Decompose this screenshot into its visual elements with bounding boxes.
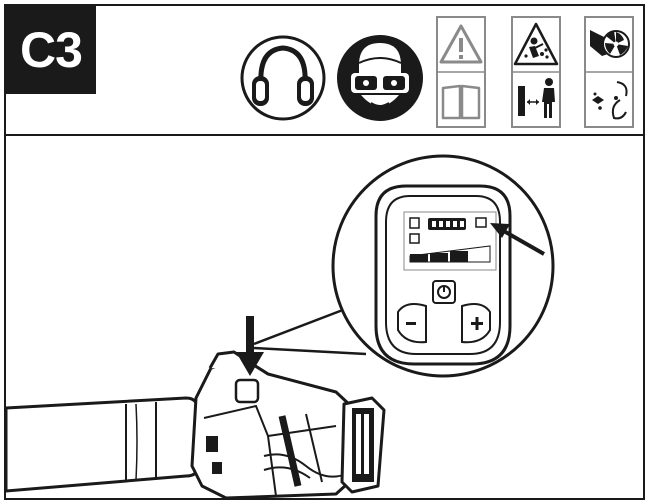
pointer-arrow-diagonal: [490, 223, 545, 256]
control-panel-callout: [331, 154, 555, 378]
warning-indicator-icon: [409, 233, 420, 244]
ear-protection-icon: [240, 35, 326, 121]
plus-icon: [471, 317, 483, 330]
blower-control-illustration: [6, 154, 555, 498]
rotating-fan-hazard-icon: [584, 16, 634, 128]
eye-protection-icon: [337, 35, 423, 121]
info-icon: [409, 217, 420, 229]
instruction-panel: C3: [4, 4, 645, 500]
thrown-objects-keep-distance-icon: [511, 16, 561, 128]
pointer-arrow-down: [236, 316, 264, 376]
step-label: C3: [6, 6, 96, 94]
blower-handle: [190, 350, 358, 498]
panel-header: C3: [6, 6, 643, 136]
blower-tube: [6, 396, 200, 493]
boost-mode-icon: [475, 217, 487, 228]
battery-level-icon: [428, 218, 466, 230]
speed-level-bar: [409, 245, 491, 263]
warning-read-manual-icon: [436, 16, 486, 128]
minus-icon: [406, 322, 416, 325]
battery-pack: [340, 396, 386, 494]
